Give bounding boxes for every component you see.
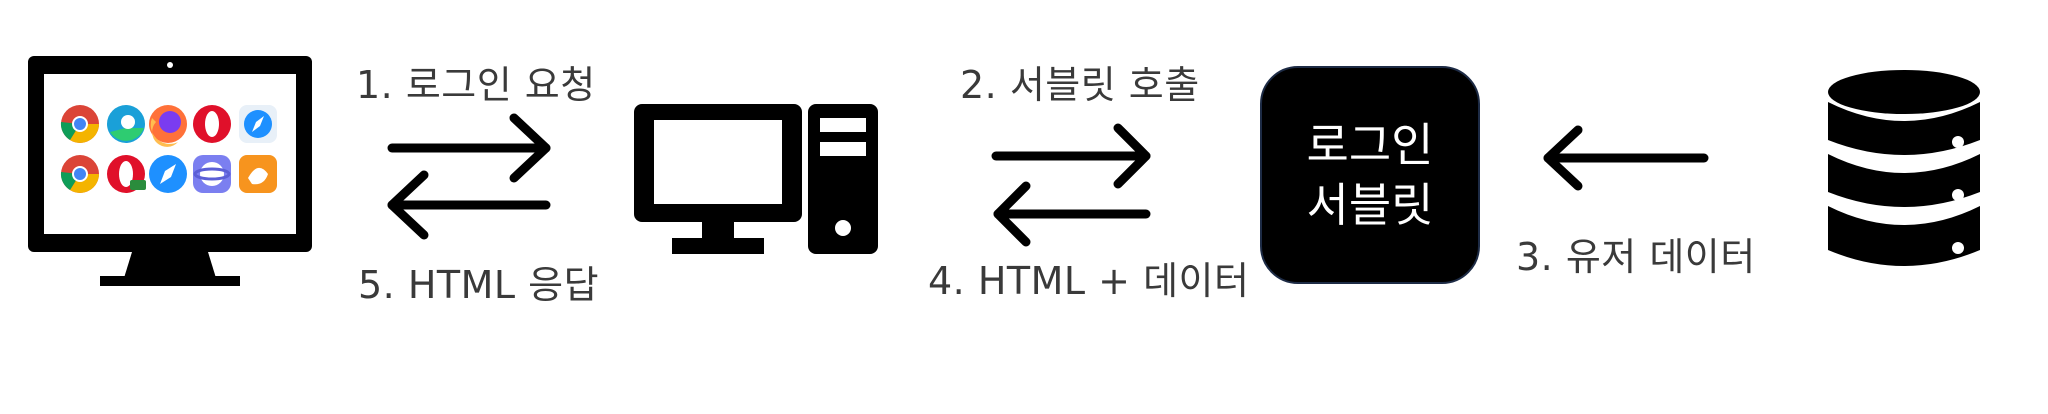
- desktop-computer-icon: [634, 104, 878, 254]
- servlet-line-1: 로그인: [1306, 118, 1434, 172]
- safari-icon: [239, 105, 277, 143]
- chrome-icon: [60, 155, 99, 193]
- client-monitor-icon: [28, 56, 312, 286]
- servlet-line-2: 서블릿: [1306, 178, 1434, 232]
- opera-mini-icon: [107, 155, 146, 193]
- opera-icon: [193, 105, 231, 143]
- login-servlet-box: 로그인 서블릿: [1260, 66, 1480, 284]
- database-icon: [1828, 70, 1980, 266]
- firefox-icon: [149, 105, 187, 147]
- exchange-arrows-client-server: [387, 113, 551, 240]
- samsung-internet-icon: [193, 155, 231, 193]
- safari-icon: [149, 155, 187, 193]
- uc-browser-icon: [239, 155, 277, 193]
- step-1-label: 1. 로그인 요청: [356, 63, 596, 107]
- chrome-icon: [60, 105, 99, 143]
- step-4-label: 4. HTML + 데이터: [928, 259, 1250, 303]
- step-2-label: 2. 서블릿 호출: [960, 63, 1200, 107]
- step-5-label: 5. HTML 응답: [358, 263, 600, 307]
- edge-icon: [107, 105, 145, 143]
- step-3-label: 3. 유저 데이터: [1516, 235, 1756, 279]
- exchange-arrows-server-servlet: [991, 123, 1151, 247]
- user-data-arrow: [1543, 125, 1709, 191]
